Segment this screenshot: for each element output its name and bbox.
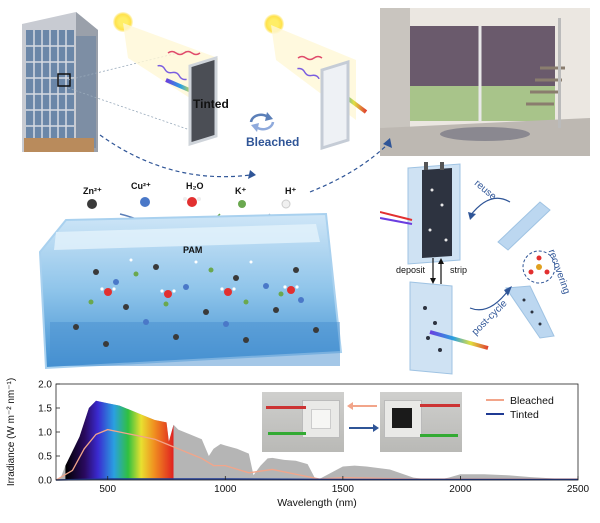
x-tick-label: 1500 — [332, 484, 355, 495]
legend-label: Bleached — [510, 395, 554, 407]
bleached-label: Bleached — [246, 135, 300, 149]
ion-label-h2o: H₂O — [186, 181, 204, 191]
x-tick-label: 2000 — [449, 484, 472, 495]
ion-label-cu: Cu²⁺ — [131, 181, 151, 191]
cycle-arrows — [468, 197, 512, 311]
bleached-device-photo — [262, 392, 344, 452]
legend-label: Tinted — [510, 409, 539, 421]
recovering-icon — [522, 250, 556, 284]
flow-arrows — [99, 134, 392, 193]
series-line-bleached — [55, 428, 578, 481]
tinted-device-photo — [380, 392, 462, 452]
x-tick-label: 1000 — [214, 484, 237, 495]
switch-arrows-icon — [249, 112, 275, 132]
y-axis-label: Irradiance (W m⁻² nm⁻¹) — [6, 378, 17, 486]
cracked-sheet — [505, 285, 555, 339]
ion-label-h: H⁺ — [285, 186, 297, 196]
device-bottom — [409, 281, 489, 375]
strip-label: strip — [450, 265, 468, 275]
inset-arrows — [347, 402, 379, 432]
tinted-panel — [188, 56, 218, 146]
ion-label-k: K⁺ — [235, 186, 247, 196]
solar-spectrum-area — [56, 400, 578, 480]
room-photo — [380, 8, 590, 156]
device-top — [380, 162, 461, 265]
x-axis-label: Wavelength (nm) — [277, 497, 357, 509]
ion-label-zn: Zn²⁺ — [83, 186, 102, 196]
building-illustration — [22, 12, 98, 152]
hydrogel-block — [38, 212, 343, 370]
irradiance-chart: 500 1000 1500 2000 2500 0.0 0.5 1.0 1.5 2.0Wavele… — [6, 378, 590, 509]
deposit-strip-arrows — [430, 258, 444, 284]
y-tick-label: 2.0 — [38, 380, 52, 391]
y-tick-label: 1.5 — [38, 404, 52, 415]
y-tick-label: 1.0 — [38, 428, 52, 439]
x-tick-label: 2500 — [567, 484, 590, 495]
glass-sheet — [497, 201, 551, 251]
bleached-panel — [320, 60, 350, 150]
tinted-label: Tinted — [193, 97, 229, 111]
pam-label: PAM — [183, 245, 203, 255]
deposit-label: deposit — [396, 265, 426, 275]
series-line-tinted — [55, 478, 578, 481]
y-tick-label: 0.5 — [38, 452, 52, 463]
x-tick-label: 500 — [99, 484, 116, 495]
y-tick-label: 0.0 — [38, 476, 52, 487]
